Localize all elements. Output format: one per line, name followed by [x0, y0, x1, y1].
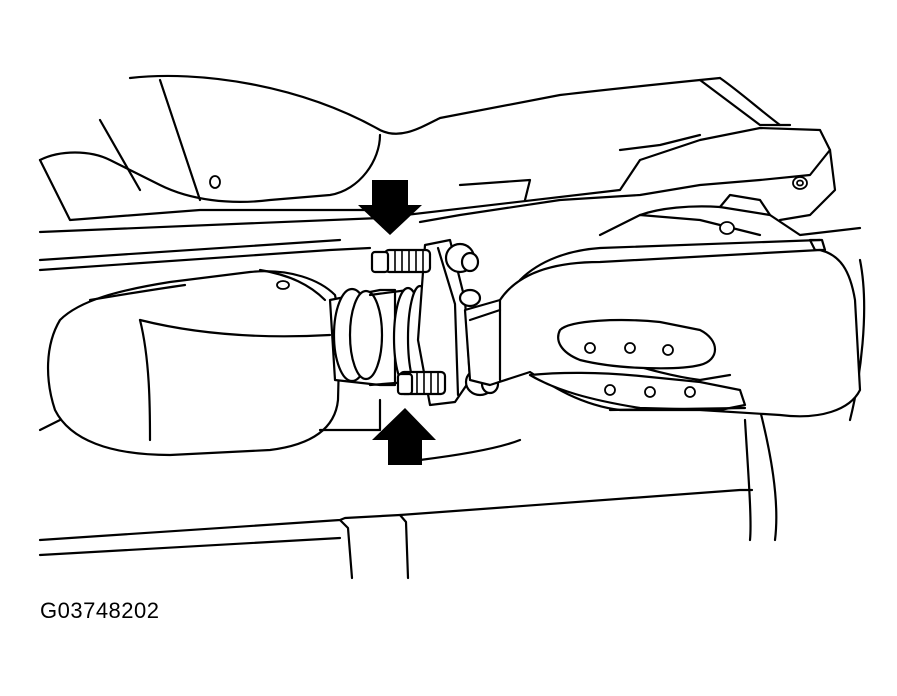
catalytic-converter	[47, 268, 382, 457]
lower-arrow	[372, 408, 436, 465]
frame-rail	[38, 126, 837, 272]
flange-assembly	[370, 238, 500, 407]
upper-arrow	[358, 180, 422, 235]
underbody-panel	[38, 74, 792, 222]
upper-spring-bolt	[370, 242, 480, 274]
figure-id-label: G03748202	[40, 598, 160, 623]
floor-panel	[38, 418, 754, 580]
muffler-inlet-pipe	[463, 238, 862, 418]
